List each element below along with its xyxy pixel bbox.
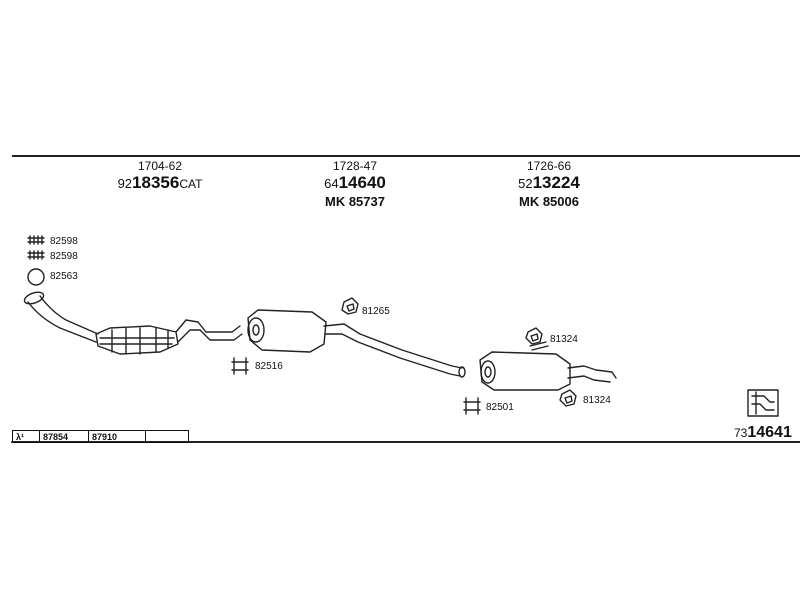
part-number: 6414640 bbox=[324, 173, 386, 192]
part-number: 9218356CAT bbox=[117, 173, 203, 192]
ring-gasket-icon bbox=[27, 268, 45, 286]
gasket-part-label[interactable]: 81324 bbox=[583, 395, 611, 406]
mounting-kit-number: MK 85737 bbox=[325, 194, 385, 209]
part-group-catalytic[interactable]: 1704-62 9218356CAT bbox=[85, 159, 235, 194]
mounting-kit-number: MK 85006 bbox=[519, 194, 579, 209]
lambda-sensor-table: λ¹ 87854 87910 bbox=[12, 430, 189, 443]
clamp-icon bbox=[27, 235, 45, 260]
part-number: 5213224 bbox=[518, 173, 580, 192]
lambda-cell bbox=[145, 430, 189, 443]
hanger-icon bbox=[463, 397, 481, 415]
lambda-cell[interactable]: 87910 bbox=[88, 430, 146, 443]
part-group-middle-silencer[interactable]: 1728-47 6414640 MK 85737 bbox=[280, 159, 430, 210]
exhaust-system-icon bbox=[747, 389, 779, 417]
part-code: 1728-47 bbox=[332, 159, 378, 173]
gasket-icon bbox=[525, 327, 543, 345]
top-divider-line bbox=[12, 155, 800, 157]
clamp-part-label[interactable]: 82598 bbox=[50, 251, 78, 262]
ring-part-label[interactable]: 82563 bbox=[50, 271, 78, 282]
hanger-icon bbox=[231, 357, 249, 375]
hanger-part-label[interactable]: 82516 bbox=[255, 361, 283, 372]
clamp-part-label[interactable]: 82598 bbox=[50, 236, 78, 247]
hanger-part-label[interactable]: 82501 bbox=[486, 402, 514, 413]
lambda-symbol: λ¹ bbox=[12, 430, 40, 443]
gasket-part-label[interactable]: 81265 bbox=[362, 306, 390, 317]
gasket-part-label[interactable]: 81324 bbox=[550, 334, 578, 345]
part-group-rear-silencer[interactable]: 1726-66 5213224 MK 85006 bbox=[474, 159, 624, 210]
reference-number: 7314641 bbox=[734, 424, 792, 441]
part-code: 1726-66 bbox=[526, 159, 572, 173]
gasket-icon bbox=[341, 297, 359, 315]
part-code: 1704-62 bbox=[137, 159, 183, 173]
gasket-icon bbox=[559, 389, 577, 407]
lambda-cell[interactable]: 87854 bbox=[39, 430, 89, 443]
